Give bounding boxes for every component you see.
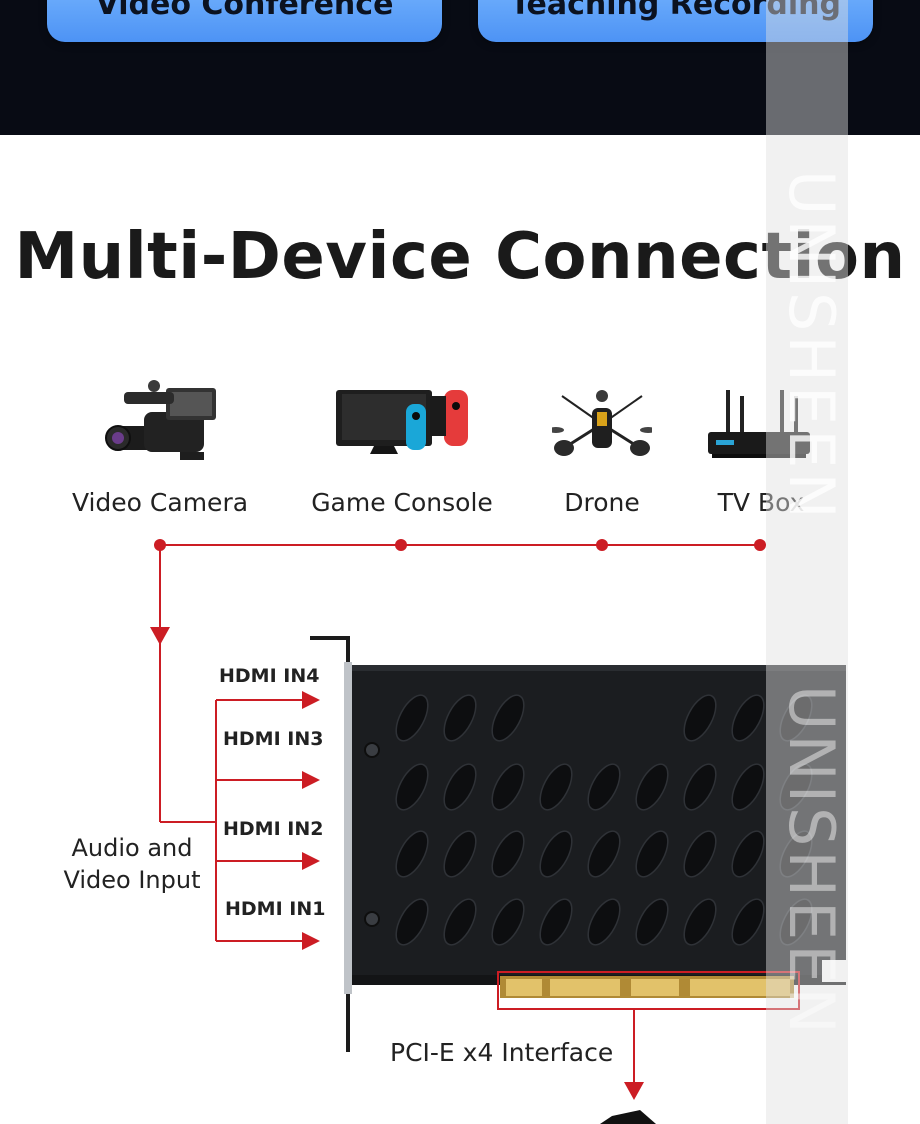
top-banner: Video Conference Teaching Recording (0, 0, 920, 135)
vent-slot (491, 830, 525, 878)
bus-dot-4 (754, 539, 766, 551)
vent-slot (779, 763, 813, 811)
vent-slot (395, 694, 429, 742)
pcie-interface-label: PCI-E x4 Interface (390, 1038, 614, 1067)
game-console-icon (336, 390, 468, 454)
watermark-strip (766, 0, 848, 1124)
card-bracket (310, 636, 352, 1052)
port-label-hdmi-in2: HDMI IN2 (223, 818, 324, 840)
interface-arrow (624, 1082, 644, 1100)
vent-slot (443, 763, 477, 811)
vent-slot (731, 830, 765, 878)
vent-slot (683, 830, 717, 878)
pcie-finger-2 (550, 979, 620, 996)
pcie-finger-4 (690, 979, 790, 996)
vent-slot (395, 898, 429, 946)
device-label-game-console: Game Console (311, 488, 493, 517)
watermark-text: UNISHEEN (775, 170, 848, 523)
vent-slot (443, 898, 477, 946)
vent-slot (587, 763, 621, 811)
page-title: Multi-Device Connection (14, 220, 906, 294)
vent-slot (395, 830, 429, 878)
vent-slot (395, 763, 429, 811)
vent-slot (539, 830, 573, 878)
vent-slot (587, 898, 621, 946)
vent-slot (683, 763, 717, 811)
vent-slot (779, 694, 813, 742)
vent-slot (779, 898, 813, 946)
video-camera-icon (105, 380, 216, 460)
vent-slot (683, 694, 717, 742)
port-label-hdmi-in3: HDMI IN3 (223, 728, 324, 750)
audio-video-input-label: Audio and Video Input (63, 834, 201, 894)
vent-slot (539, 898, 573, 946)
device-label-video-camera: Video Camera (71, 488, 249, 517)
vent-slot (587, 830, 621, 878)
drone-icon (552, 390, 652, 456)
watermark-text-faded: UNISHEEN (775, 685, 848, 1038)
vent-slot (491, 898, 525, 946)
vent-slot (731, 763, 765, 811)
bus-dot-3 (596, 539, 608, 551)
vent-slot (443, 830, 477, 878)
vent-slot (443, 694, 477, 742)
vent-slot (635, 830, 669, 878)
device-label-tv-box: TV Box (717, 488, 805, 517)
vent-slot (491, 763, 525, 811)
vent-slot (683, 898, 717, 946)
screw-bottom (364, 911, 380, 927)
vent-slot (635, 763, 669, 811)
video-conference-badge: Video Conference (47, 0, 442, 42)
port-label-hdmi-in1: HDMI IN1 (225, 898, 326, 920)
down-arrow (150, 627, 170, 645)
device-label-drone: Drone (564, 488, 640, 517)
vent-slot (731, 898, 765, 946)
capture-card (352, 665, 848, 1010)
vent-slot (539, 763, 573, 811)
vent-slot (731, 694, 765, 742)
teaching-recording-badge: Teaching Recording (478, 0, 873, 42)
port-arrows (216, 691, 320, 950)
port-label-hdmi-in4: HDMI IN4 (219, 665, 320, 687)
pcie-finger-1 (506, 979, 542, 996)
pcie-finger-3 (631, 979, 679, 996)
cable-connector (600, 1110, 656, 1124)
vent-slot (635, 898, 669, 946)
tv-box-icon (708, 390, 810, 458)
screw-top (364, 742, 380, 758)
vent-slot (779, 830, 813, 878)
vent-slot (491, 694, 525, 742)
interface-highlight (497, 971, 800, 1010)
bus-dot-2 (395, 539, 407, 551)
